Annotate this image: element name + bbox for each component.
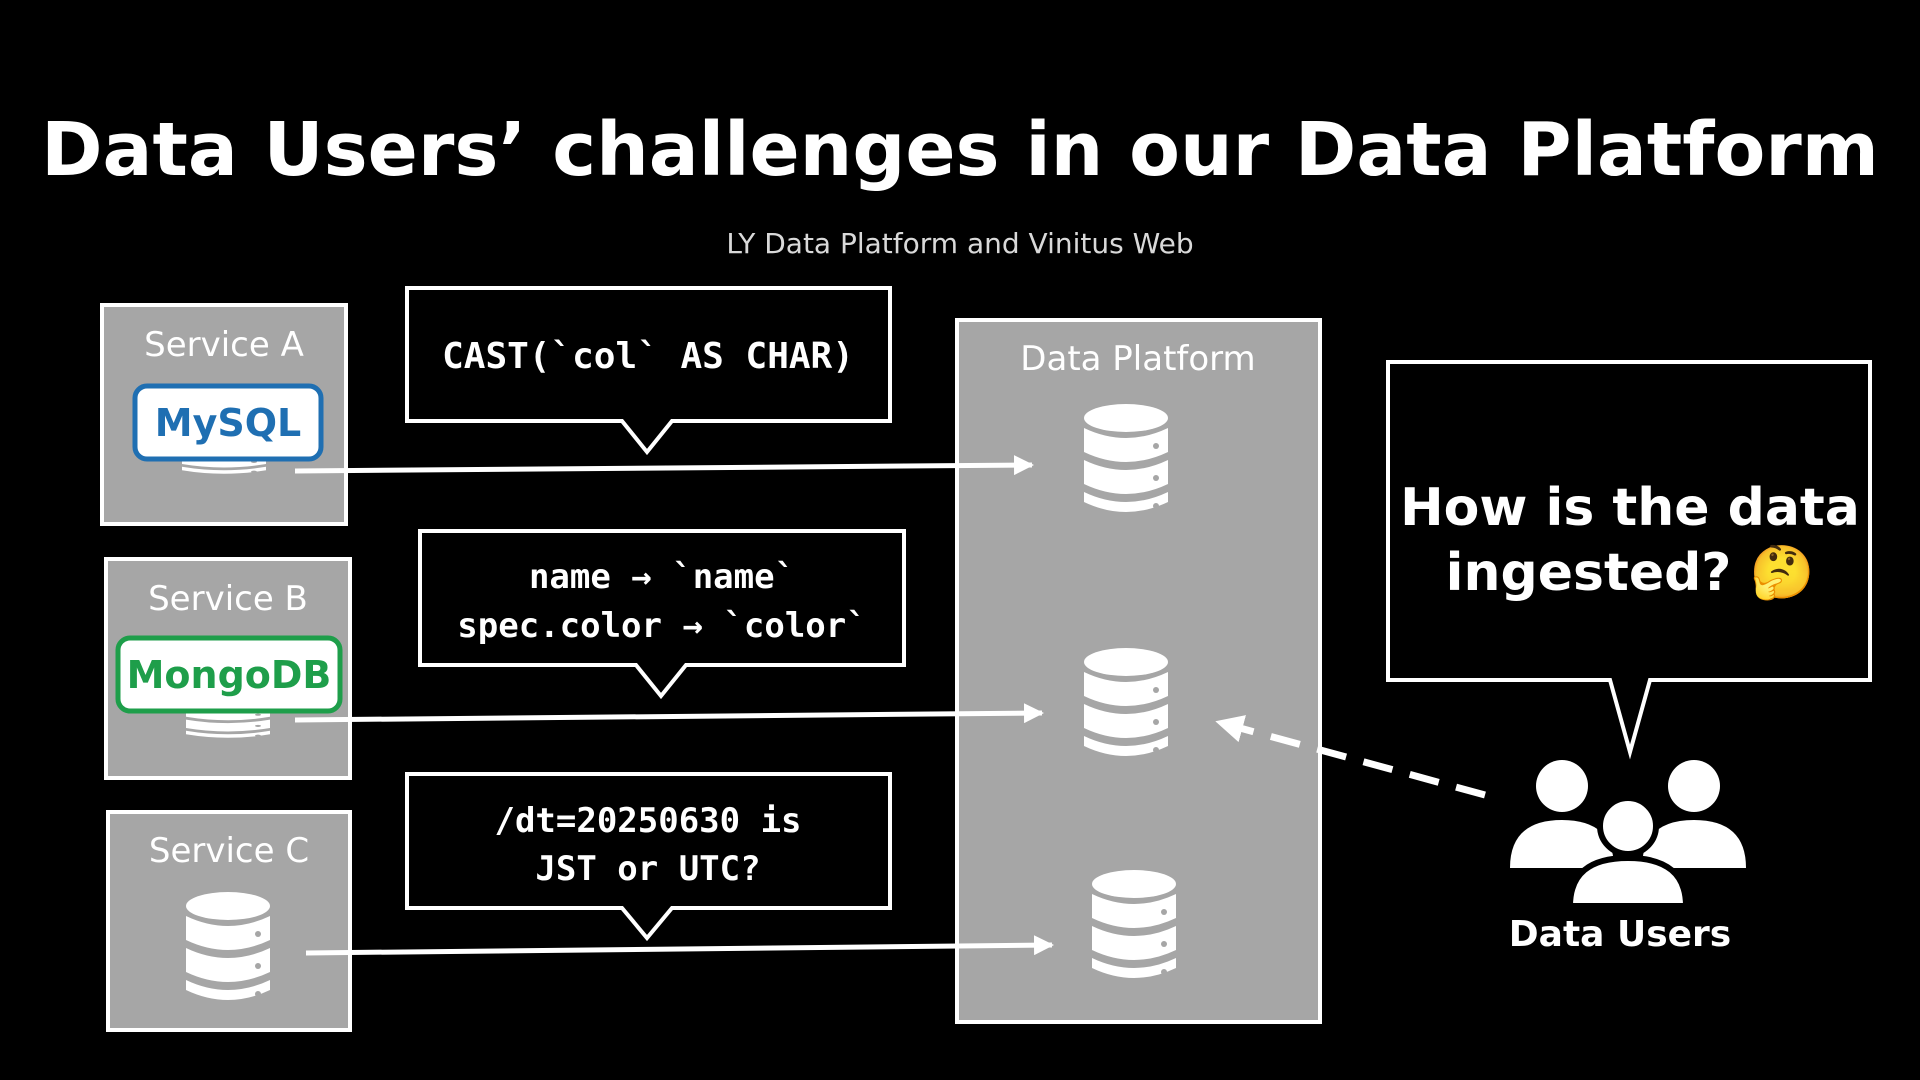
callout-rename-line-2: spec.color → `color` — [457, 606, 866, 646]
question-callout: How is the data ingested? 🤔 — [1386, 360, 1872, 760]
mongodb-badge-label: MongoDB — [127, 653, 332, 697]
mysql-badge-label: MySQL — [155, 401, 301, 445]
service-c-box: Service C — [106, 810, 352, 1032]
service-a-label: Service A — [144, 325, 304, 365]
question-line-2: ingested? 🤔 — [1446, 543, 1815, 603]
question-line-1: How is the data — [1400, 478, 1860, 538]
arrow-service-b — [294, 703, 1044, 724]
callout-rename-line-1: name → `name` — [529, 557, 795, 597]
data-platform-panel: Data Platform — [955, 318, 1322, 1024]
callout-timezone: /dt=20250630 is JST or UTC? — [405, 772, 892, 942]
service-a-box: Service A MySQL — [100, 303, 348, 526]
arrow-service-a — [294, 455, 1034, 476]
callout-cast: CAST(`col` AS CHAR) — [405, 286, 892, 456]
mongodb-badge — [115, 635, 343, 714]
mysql-badge — [132, 383, 324, 462]
callout-timezone-line-1: /dt=20250630 is — [494, 801, 801, 841]
users-label: Data Users — [1509, 914, 1731, 955]
callout-rename: name → `name` spec.color → `color` — [418, 529, 906, 700]
service-b-box: Service B MongoDB — [104, 557, 352, 780]
callout-cast-line-1: CAST(`col` AS CHAR) — [442, 336, 854, 377]
data-platform-label: Data Platform — [1020, 339, 1255, 379]
service-b-label: Service B — [148, 579, 308, 619]
page-subtitle: LY Data Platform and Vinitus Web — [726, 227, 1193, 260]
page-title: Data Users’ challenges in our Data Platf… — [41, 107, 1879, 193]
callout-timezone-line-2: JST or UTC? — [535, 849, 760, 889]
users-group-icon — [1510, 760, 1746, 909]
arrow-service-c — [305, 935, 1054, 956]
service-c-label: Service C — [149, 831, 309, 871]
